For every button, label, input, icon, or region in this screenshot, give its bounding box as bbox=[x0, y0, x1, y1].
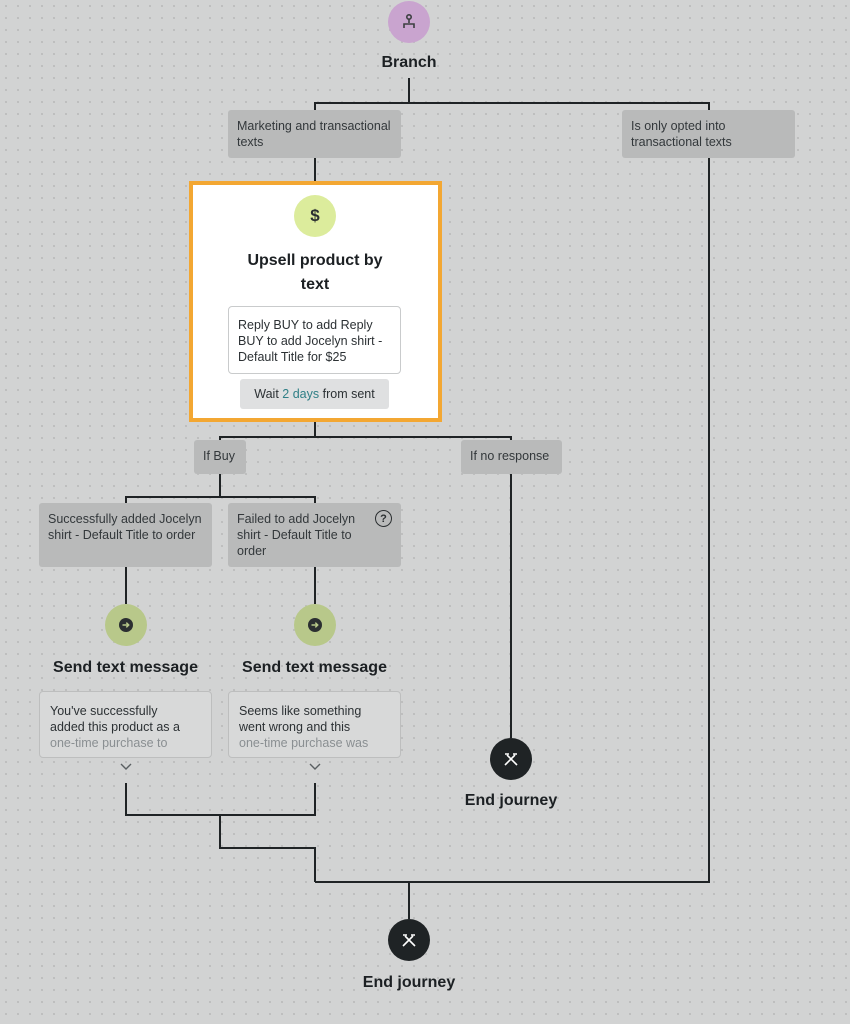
path-label-marketing-text: Marketing and transactional texts bbox=[237, 119, 391, 149]
send-success-preview[interactable]: You've successfully added this product a… bbox=[39, 691, 212, 758]
expand-chevron-icon[interactable] bbox=[304, 760, 326, 776]
send-failed-title: Send text message bbox=[242, 659, 387, 676]
send-failed-preview[interactable]: Seems like something went wrong and this… bbox=[228, 691, 401, 758]
send-failed-preview-line2: went wrong and this bbox=[239, 720, 351, 734]
branch-title: Branch bbox=[381, 54, 437, 71]
outcome-label-success-text: Successfully added Jocelyn shirt - Defau… bbox=[48, 512, 202, 542]
upsell-title-line2: text bbox=[300, 276, 330, 293]
wait-prefix: Wait bbox=[254, 387, 279, 401]
end-journey-icon bbox=[388, 919, 430, 961]
dollar-icon: $ bbox=[294, 195, 336, 237]
send-success-preview-line1: You've successfully bbox=[50, 704, 158, 718]
upsell-message-text: Reply BUY to add Reply BUY to add Jocely… bbox=[238, 318, 383, 364]
send-failed-preview-line3: one-time purchase was bbox=[239, 736, 369, 750]
message-arrow-icon bbox=[294, 604, 336, 646]
path-label-transactional[interactable]: Is only opted into transactional texts bbox=[622, 110, 795, 158]
end-journey-icon bbox=[490, 738, 532, 780]
send-success-preview-line2: added this product as a bbox=[50, 720, 180, 734]
upsell-title: Upsell product by text bbox=[230, 249, 400, 297]
wait-duration: 2 days bbox=[282, 387, 320, 401]
response-label-no-response[interactable]: If no response bbox=[461, 440, 562, 474]
path-label-marketing[interactable]: Marketing and transactional texts bbox=[228, 110, 401, 158]
wait-suffix: from sent bbox=[322, 387, 375, 401]
wait-badge[interactable]: Wait 2 days from sent bbox=[240, 379, 389, 409]
message-arrow-icon bbox=[105, 604, 147, 646]
send-failed-preview-line1: Seems like something bbox=[239, 704, 362, 718]
response-label-if-buy[interactable]: If Buy bbox=[194, 440, 246, 474]
expand-chevron-icon[interactable] bbox=[115, 760, 137, 776]
send-success-title: Send text message bbox=[53, 659, 198, 676]
upsell-title-line1: Upsell product by bbox=[247, 252, 383, 269]
branch-icon[interactable] bbox=[388, 1, 430, 43]
path-label-transactional-text: Is only opted into transactional texts bbox=[631, 119, 732, 149]
outcome-label-failed[interactable]: Failed to add Jocelyn shirt - Default Ti… bbox=[228, 503, 401, 567]
send-success-preview-line3: one-time purchase to bbox=[50, 736, 168, 750]
response-label-no-response-text: If no response bbox=[470, 449, 550, 463]
outcome-label-failed-text: Failed to add Jocelyn shirt - Default Ti… bbox=[237, 512, 356, 558]
upsell-message-preview[interactable]: Reply BUY to add Reply BUY to add Jocely… bbox=[228, 306, 401, 374]
outcome-label-success[interactable]: Successfully added Jocelyn shirt - Defau… bbox=[39, 503, 212, 567]
end-final-title: End journey bbox=[362, 974, 456, 991]
help-icon[interactable]: ? bbox=[375, 510, 392, 527]
end-no-response-title: End journey bbox=[464, 792, 558, 809]
response-label-if-buy-text: If Buy bbox=[203, 449, 235, 463]
